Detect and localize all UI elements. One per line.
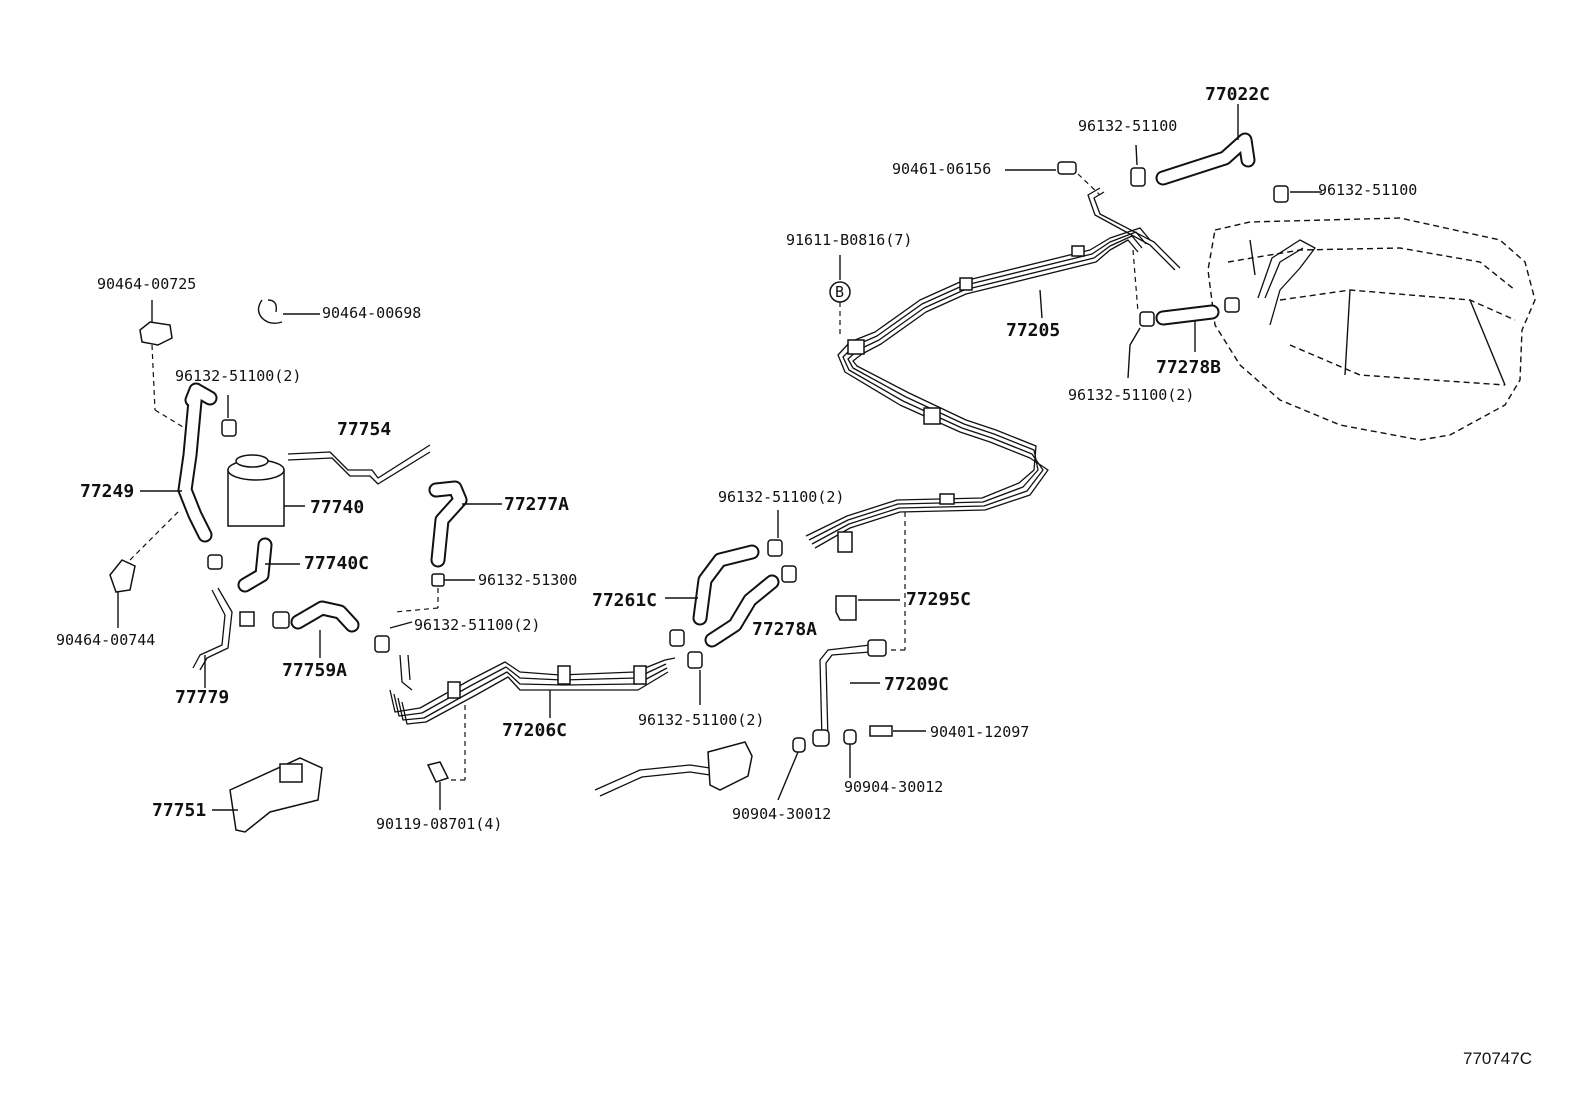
label-96132-51100-left: 96132-51100(2) xyxy=(175,367,301,385)
label-77209c: 77209C xyxy=(884,674,949,695)
label-77754: 77754 xyxy=(337,419,391,440)
label-77261c: 77261C xyxy=(592,590,657,611)
label-77751: 77751 xyxy=(152,800,206,821)
clip-96132-51100-left xyxy=(221,395,237,437)
bolt-90401-12097 xyxy=(869,725,926,737)
label-96132-51100-center: 96132-51100(2) xyxy=(718,488,844,506)
pipe-77779 xyxy=(192,587,255,688)
label-96132-51100-tank: 96132-51100(2) xyxy=(1068,386,1194,404)
label-90401-12097: 90401-12097 xyxy=(930,723,1029,741)
pipe-77205 xyxy=(805,187,1181,553)
label-77278b: 77278B xyxy=(1156,357,1221,378)
label-90464-00698: 90464-00698 xyxy=(322,304,421,322)
label-90464-00725: 90464-00725 xyxy=(97,275,196,293)
clip-96132-51100-mid xyxy=(374,621,413,653)
label-77206c: 77206C xyxy=(502,720,567,741)
hose-77277a xyxy=(428,480,502,568)
label-96132-51100-right: 96132-51100 xyxy=(1318,181,1417,199)
bracket-77751 xyxy=(212,757,323,833)
label-96132-51100-top: 96132-51100 xyxy=(1078,117,1177,135)
hose-77261c xyxy=(665,544,760,626)
clip-96132-51100-right xyxy=(1273,185,1322,203)
grommet-90904-30012-a xyxy=(843,729,857,778)
hose-77278b xyxy=(1127,249,1240,379)
label-96132-51100-mid: 96132-51100(2) xyxy=(414,616,540,634)
label-77205: 77205 xyxy=(1006,320,1060,341)
label-77740: 77740 xyxy=(310,497,364,518)
diagram-code: 770747C xyxy=(1462,1049,1532,1068)
hose-77249 xyxy=(177,382,218,543)
clamp-90464-00698 xyxy=(257,299,320,325)
label-90461-06156: 90461-06156 xyxy=(892,160,991,178)
clip-96132-51100-center xyxy=(767,510,797,583)
clip-96132-51100-top xyxy=(1130,144,1146,187)
bolt-90119-08701 xyxy=(426,761,450,810)
clamp-90461-06156 xyxy=(1005,161,1101,196)
label-77779: 77779 xyxy=(175,687,229,708)
bracket-90464-00725 xyxy=(139,300,189,431)
vacuum-valve xyxy=(594,741,753,797)
label-90904-30012-b: 90904-30012 xyxy=(732,805,831,823)
label-77759a: 77759A xyxy=(282,660,347,681)
pipe-77754 xyxy=(287,444,431,485)
hose-77759a xyxy=(272,600,360,658)
pipe-77209c xyxy=(812,639,887,747)
hose-77740c xyxy=(207,537,300,593)
label-90119-08701: 90119-08701(4) xyxy=(376,815,502,833)
label-77277a: 77277A xyxy=(504,494,569,515)
pipe-77206c xyxy=(389,654,676,781)
clip-96132-51100-lower xyxy=(669,629,703,705)
canister-77740 xyxy=(227,454,305,527)
label-77278a: 77278A xyxy=(752,619,817,640)
label-90904-30012-a: 90904-30012 xyxy=(844,778,943,796)
clip-96132-51300 xyxy=(394,573,475,613)
label-77295c: 77295C xyxy=(906,589,971,610)
clamp-90464-00744 xyxy=(109,509,181,628)
bracket-77295c xyxy=(835,512,906,651)
label-marker-b: B xyxy=(835,283,844,301)
label-77740c: 77740C xyxy=(304,553,369,574)
fuel-tank xyxy=(1207,217,1536,441)
label-77249: 77249 xyxy=(80,481,134,502)
label-91611-b0816: 91611-B0816(7) xyxy=(786,231,912,249)
label-96132-51100-lower: 96132-51100(2) xyxy=(638,711,764,729)
label-90464-00744: 90464-00744 xyxy=(56,631,155,649)
grommet-90904-30012-b xyxy=(777,737,806,801)
clip-91611-b0816 xyxy=(829,255,851,335)
label-96132-51300: 96132-51300 xyxy=(478,571,577,589)
label-77022c: 77022C xyxy=(1205,84,1270,105)
hose-77022c xyxy=(1155,132,1256,186)
hose-77278a xyxy=(704,574,780,648)
